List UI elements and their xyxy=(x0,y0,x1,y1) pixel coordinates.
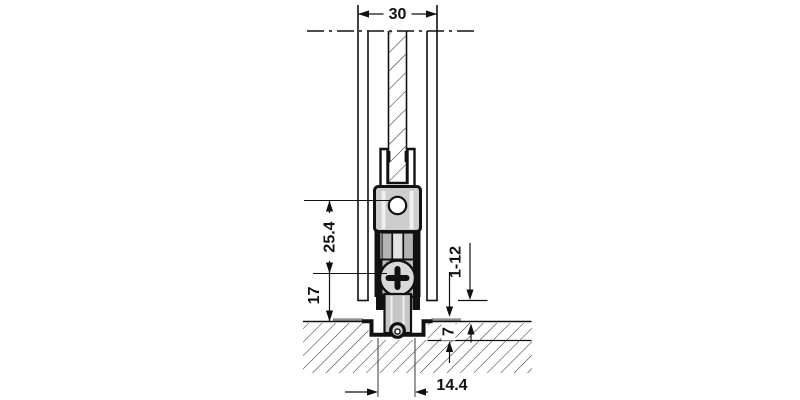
dimension-panel-thickness: 30 xyxy=(358,3,437,23)
dim-label-25-4: 25.4 xyxy=(322,221,339,252)
dim-label-17: 17 xyxy=(306,287,323,305)
phillips-screw-icon xyxy=(378,259,417,297)
dimension-recess-width: 14.4 xyxy=(345,338,476,397)
glass-core-hatch xyxy=(389,31,406,183)
floor-hatch xyxy=(303,323,532,373)
dim-label-14-4: 14.4 xyxy=(436,377,467,394)
door-panel xyxy=(357,5,438,302)
dimension-left-chain: 25.4 17 xyxy=(304,199,391,322)
mounting-hole xyxy=(387,195,408,216)
dim-label-1-12: 1-12 xyxy=(448,246,465,278)
dim-label-30: 30 xyxy=(389,6,407,23)
dimension-gap-adjust: 1-12 xyxy=(448,243,488,343)
dimension-track-depth: 7 xyxy=(441,272,458,363)
dim-label-7: 7 xyxy=(441,327,458,336)
floor-track xyxy=(303,318,532,342)
